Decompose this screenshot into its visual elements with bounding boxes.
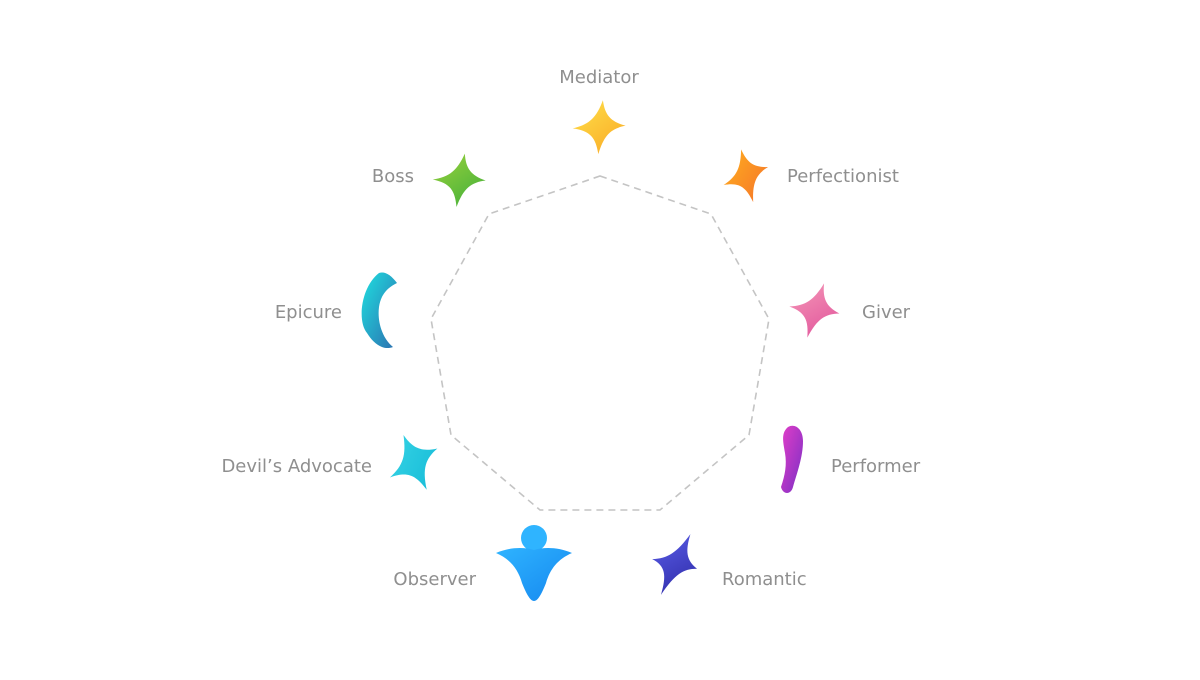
node-mediator[interactable]: Mediator (559, 67, 639, 157)
node-label-perfectionist: Perfectionist (787, 166, 899, 187)
node-giver[interactable]: Giver (781, 275, 911, 345)
node-perfectionist[interactable]: Perfectionist (718, 145, 899, 206)
node-observer[interactable]: Observer (393, 525, 572, 601)
node-label-observer: Observer (393, 569, 476, 590)
node-romantic[interactable]: Romantic (639, 524, 807, 604)
performer-icon (781, 425, 803, 493)
node-label-giver: Giver (862, 302, 911, 323)
node-boss[interactable]: Boss (372, 148, 490, 212)
romantic-icon (652, 534, 698, 595)
giver-icon (789, 283, 840, 338)
node-label-mediator: Mediator (559, 67, 639, 88)
boss-icon (432, 153, 486, 208)
node-label-performer: Performer (831, 456, 921, 477)
node-label-devils-advocate: Devil’s Advocate (221, 456, 372, 477)
node-devils-advocate[interactable]: Devil’s Advocate (221, 426, 449, 500)
node-epicure[interactable]: Epicure (275, 272, 397, 349)
perfectionist-icon (723, 149, 769, 203)
node-label-epicure: Epicure (275, 302, 342, 323)
observer-icon (496, 525, 572, 601)
node-label-romantic: Romantic (722, 569, 807, 590)
nonagon-outline (430, 175, 770, 511)
node-performer[interactable]: Performer (781, 425, 921, 493)
node-label-boss: Boss (372, 166, 414, 187)
epicure-icon (361, 272, 397, 349)
devils-advocate-icon (389, 435, 438, 490)
mediator-icon (572, 100, 626, 155)
